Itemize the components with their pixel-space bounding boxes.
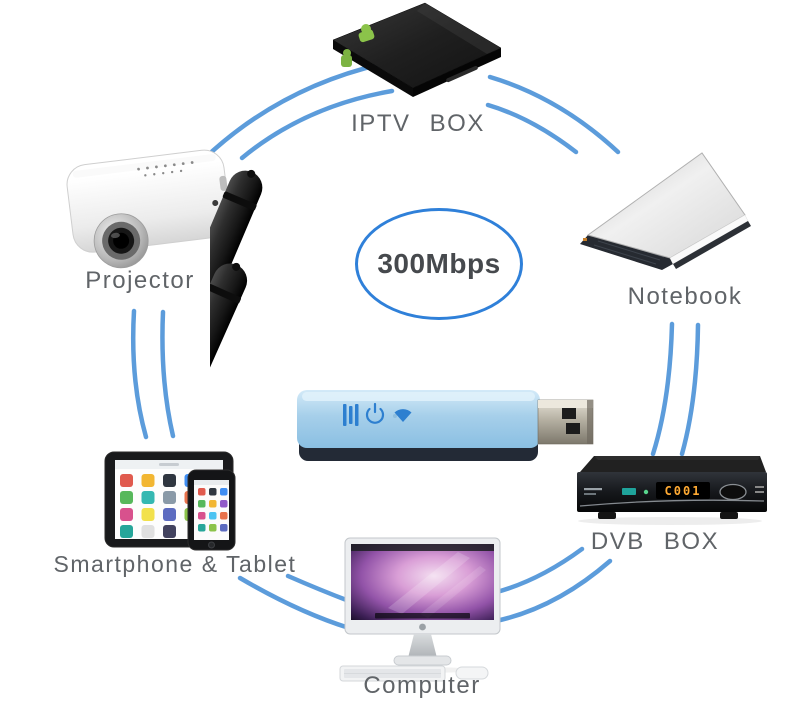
arc-bottomright-outer bbox=[493, 558, 613, 624]
dvb-logo bbox=[622, 488, 636, 495]
arc-topleft-outer bbox=[203, 60, 389, 160]
dvb-display: C001 bbox=[665, 484, 702, 498]
usb-connector bbox=[537, 399, 594, 445]
arc-bottomleft-inner bbox=[285, 573, 352, 604]
arc-right-inner bbox=[650, 321, 675, 457]
power-icon bbox=[365, 402, 385, 424]
apple-logo-icon bbox=[419, 623, 426, 631]
notebook-label: Notebook bbox=[627, 283, 743, 310]
projector-lens bbox=[93, 213, 149, 269]
antenna-front bbox=[210, 262, 248, 473]
dvb-display-panel bbox=[656, 482, 710, 499]
projector-image bbox=[66, 149, 231, 269]
iptv-box-label: IPTV BOX bbox=[351, 110, 485, 137]
arc-topright-inner bbox=[485, 102, 579, 155]
dvb-box-image: C001 bbox=[577, 456, 767, 525]
smartphone-tablet-image bbox=[104, 451, 236, 551]
mouse bbox=[455, 666, 489, 680]
screen-dock bbox=[375, 613, 470, 619]
speed-badge-label: 300Mbps bbox=[377, 248, 501, 279]
dvb-eject-button bbox=[719, 483, 747, 501]
smartphone-tablet-label: Smartphone & Tablet bbox=[53, 551, 297, 577]
computer-label: Computer bbox=[363, 672, 481, 699]
arc-topleft-inner bbox=[239, 88, 395, 161]
speed-badge: 300Mbps bbox=[355, 208, 523, 320]
arc-left-inner bbox=[160, 309, 176, 439]
adapter-brand-marks bbox=[343, 404, 359, 426]
projector-vents bbox=[137, 161, 194, 177]
smartphone bbox=[187, 469, 236, 551]
phone-app-icons bbox=[198, 488, 228, 532]
antenna-rear bbox=[210, 169, 263, 399]
android-icon bbox=[341, 24, 375, 67]
computer-image bbox=[339, 537, 501, 682]
adapter-body bbox=[297, 390, 540, 461]
projector-label: Projector bbox=[85, 267, 195, 294]
arc-bottomright-inner bbox=[494, 546, 585, 595]
keyboard bbox=[339, 665, 446, 682]
usb-wifi-adapter-image bbox=[210, 169, 594, 473]
arc-topright-outer bbox=[487, 74, 621, 155]
wifi-icon bbox=[394, 409, 412, 422]
arc-left-outer bbox=[130, 308, 149, 440]
notebook-image bbox=[580, 152, 751, 270]
iptv-box-image bbox=[332, 2, 502, 97]
dvb-box-label: DVB BOX bbox=[590, 528, 720, 555]
arc-right-outer bbox=[679, 322, 701, 457]
arc-bottomleft-outer bbox=[237, 575, 352, 631]
